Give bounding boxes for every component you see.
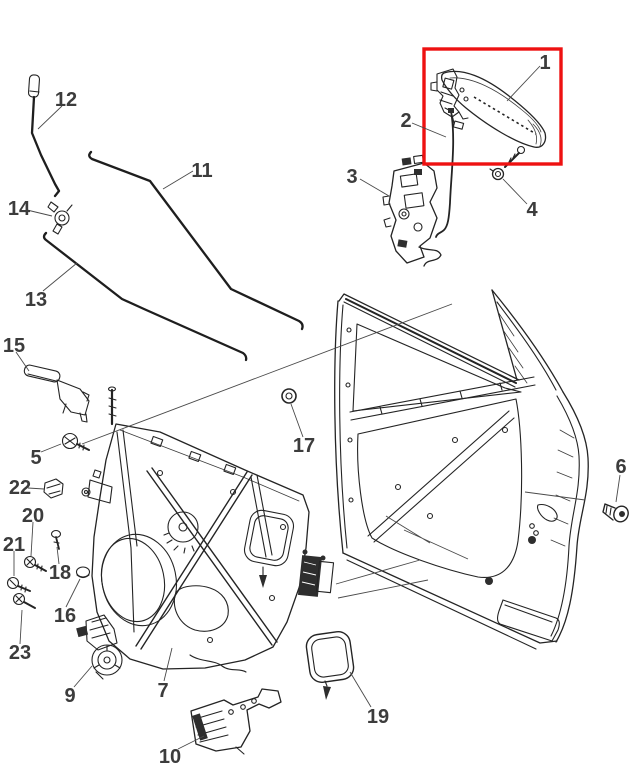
screw-20 — [23, 555, 47, 572]
leader-line-4 — [502, 178, 528, 205]
screw-23 — [12, 592, 36, 609]
bellcrank-clip-14 — [47, 201, 73, 235]
window-motor-9 — [76, 614, 123, 680]
leader-line-7 — [163, 647, 173, 682]
leader-line-12 — [37, 105, 63, 130]
callout-7: 7 — [157, 680, 168, 702]
door-inner-shell — [334, 289, 589, 650]
leader-line-3 — [359, 178, 390, 197]
callout-labels: 1 2 3 4 5 6 7 9 10 11 12 13 14 15 16 17 … — [3, 52, 627, 768]
leader-line-11 — [162, 170, 194, 190]
callout-21: 21 — [3, 534, 25, 556]
callout-4: 4 — [526, 199, 538, 221]
callout-1: 1 — [539, 52, 550, 74]
door-latch-3 — [382, 154, 442, 267]
leader-line-2 — [411, 122, 447, 138]
clip-22 — [43, 478, 64, 499]
callout-14: 14 — [8, 198, 31, 220]
highlight-box — [422, 47, 563, 166]
screw-21 — [6, 576, 31, 593]
callout-11: 11 — [191, 160, 212, 182]
callout-18: 18 — [49, 562, 71, 584]
callout-20: 20 — [22, 505, 44, 527]
rod-11 — [88, 150, 304, 331]
leader-line-1 — [506, 65, 541, 102]
leader-line-13 — [42, 262, 78, 292]
window-regulator-module-7 — [81, 386, 335, 673]
leader-lines — [13, 65, 621, 750]
callout-9: 9 — [64, 685, 75, 707]
callout-22: 22 — [9, 477, 31, 499]
square-seal-19 — [305, 631, 355, 700]
bracket-10 — [190, 688, 282, 755]
callout-17: 17 — [293, 435, 315, 457]
callout-2: 2 — [400, 110, 411, 132]
interior-door-handle-15 — [23, 364, 90, 423]
rod-13 — [42, 231, 248, 362]
leader-line-19 — [349, 671, 372, 708]
callout-12: 12 — [55, 89, 77, 111]
leader-line-23 — [19, 609, 23, 645]
leader-line-5 — [40, 443, 62, 453]
callout-15: 15 — [3, 335, 25, 357]
leader-line-14 — [26, 209, 53, 217]
callout-5: 5 — [30, 447, 41, 469]
screw-18 — [50, 529, 62, 550]
callout-3: 3 — [346, 166, 357, 188]
callout-6: 6 — [615, 456, 626, 478]
leader-line-17 — [290, 403, 304, 438]
assembly-lines — [81, 303, 453, 599]
handle-rod-2 — [435, 107, 455, 238]
exterior-door-handle-1 — [430, 68, 547, 148]
leader-line-22 — [27, 487, 45, 490]
callout-16: 16 — [54, 605, 76, 627]
callout-10: 10 — [159, 746, 181, 768]
leader-line-15 — [15, 351, 30, 372]
callout-19: 19 — [367, 706, 389, 728]
module-mounted-latch — [297, 549, 335, 597]
grommet-4 — [489, 167, 505, 181]
callout-13: 13 — [25, 289, 47, 311]
grommet-17 — [281, 388, 297, 404]
leader-line-18 — [56, 546, 60, 565]
leader-line-6 — [615, 474, 621, 503]
grommet-16 — [75, 566, 91, 579]
leader-line-9 — [73, 665, 93, 688]
lock-knob-rod-12 — [27, 74, 61, 198]
screw-5 — [61, 432, 90, 451]
leader-line-20 — [30, 521, 34, 557]
leader-line-16 — [65, 578, 81, 608]
bolt-6 — [602, 503, 629, 523]
leader-line-10 — [177, 735, 205, 750]
callout-23: 23 — [9, 642, 31, 664]
